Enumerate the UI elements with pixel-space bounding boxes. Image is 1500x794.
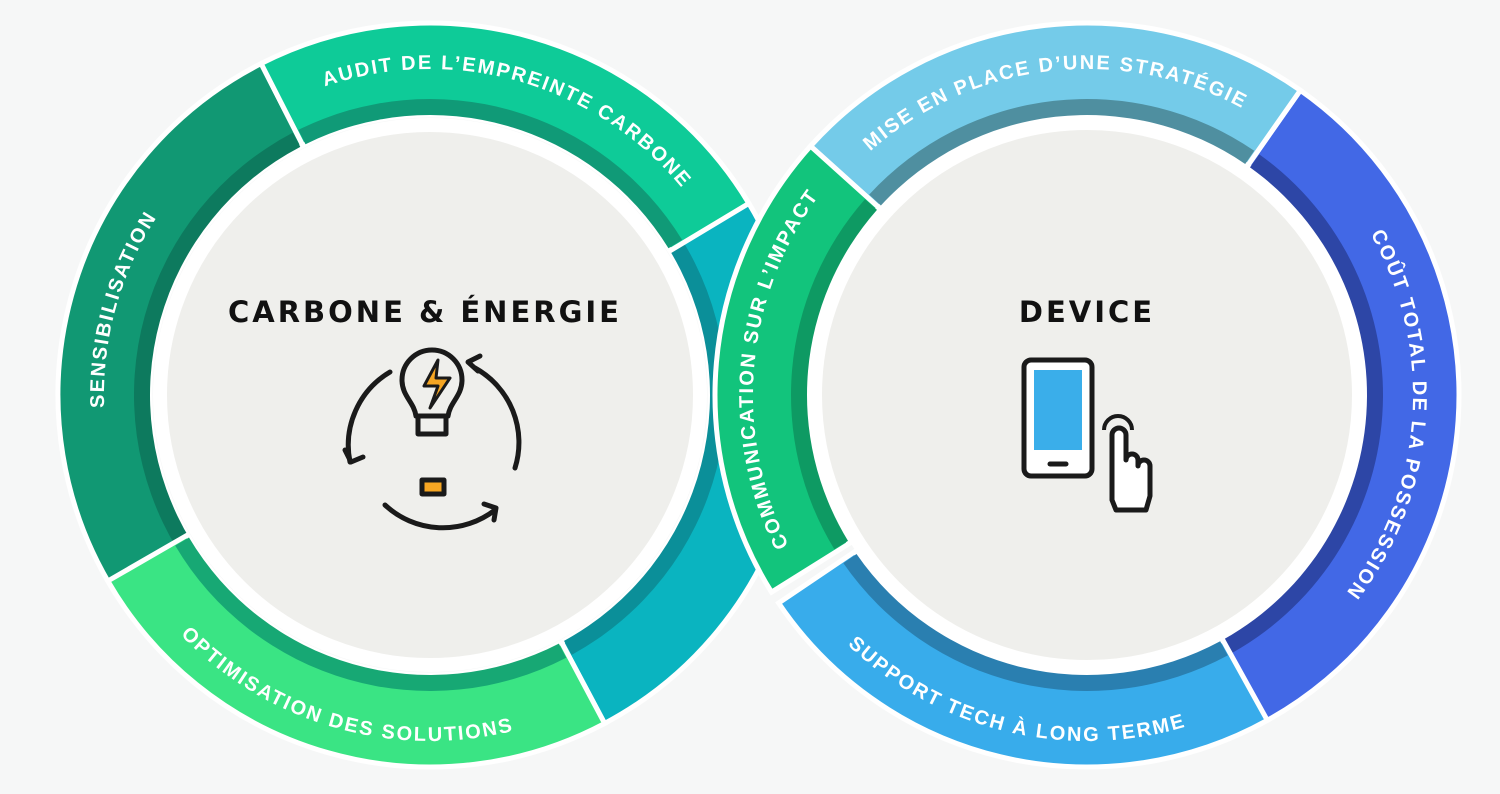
- segment-inner-strip: [298, 99, 683, 249]
- segment-inner-strip: [869, 99, 1255, 206]
- left-center-disc: [153, 118, 707, 672]
- right-title: DEVICE: [1019, 295, 1155, 329]
- segment-inner-strip: [1216, 154, 1383, 658]
- segment-inner-strip: [843, 553, 1228, 691]
- overlay-segment: COMMUNICATION SUR L’IMPACT: [712, 142, 883, 596]
- segment-communication: COMMUNICATION SUR L’IMPACT: [712, 142, 883, 596]
- segment-inner-strip: [175, 537, 567, 691]
- segment-audit: AUDIT DE L’EMPREINTE CARBONE: [257, 20, 753, 255]
- segment-inner-strip: [790, 199, 877, 550]
- lightbulb-cycle-icon: [342, 347, 522, 531]
- smartphone-touch-icon: [1021, 357, 1153, 513]
- segment-sensibilisation: SENSIBILISATION: [55, 60, 307, 596]
- segment-band: [104, 531, 609, 770]
- segment-band: [55, 60, 307, 596]
- left-title: CARBONE & ÉNERGIE: [228, 295, 622, 329]
- segment-cout: COÛT TOTAL DE LA POSSESSION: [1210, 86, 1462, 730]
